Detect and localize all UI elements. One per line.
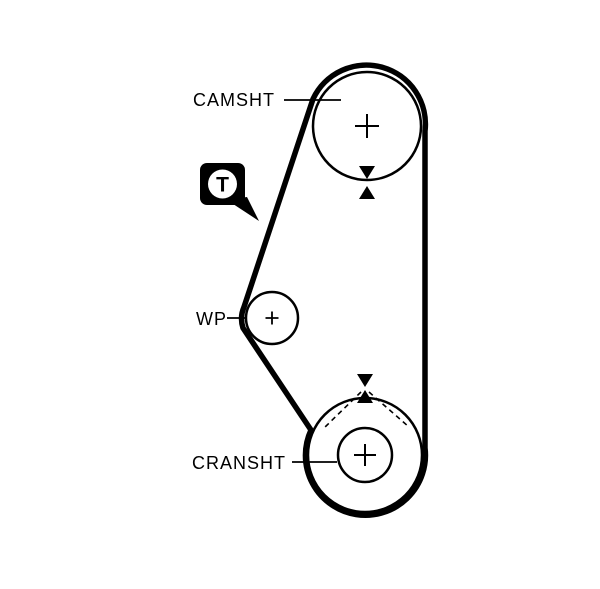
camshaft-label: CAMSHT <box>193 90 275 110</box>
water-pump-pulley <box>244 290 300 346</box>
crankshaft-timing-arrow-down-icon <box>357 374 373 387</box>
camshaft-pulley <box>311 70 423 182</box>
crankshaft-timing-arrow-up-icon <box>357 390 373 403</box>
tensioner-badge-letter: T <box>216 174 229 197</box>
tensioner-t-badge-icon: T <box>200 163 259 221</box>
crankshaft-pulley-inner <box>336 426 394 484</box>
crankshaft-label: CRANSHT <box>192 453 286 473</box>
water-pump-center-plus-icon <box>265 311 279 325</box>
timing-belt-path <box>238 62 429 518</box>
camshaft-center-plus-icon <box>355 114 379 138</box>
tensioner-badge-circle <box>208 169 237 199</box>
camshaft-timing-arrow-up-icon <box>359 186 375 199</box>
camshaft-timing-arrow-down-icon <box>359 166 375 179</box>
crankshaft-dashed-guide-right <box>368 391 410 428</box>
crankshaft-center-plus-icon <box>354 444 376 466</box>
water-pump-label: WP <box>196 309 227 329</box>
